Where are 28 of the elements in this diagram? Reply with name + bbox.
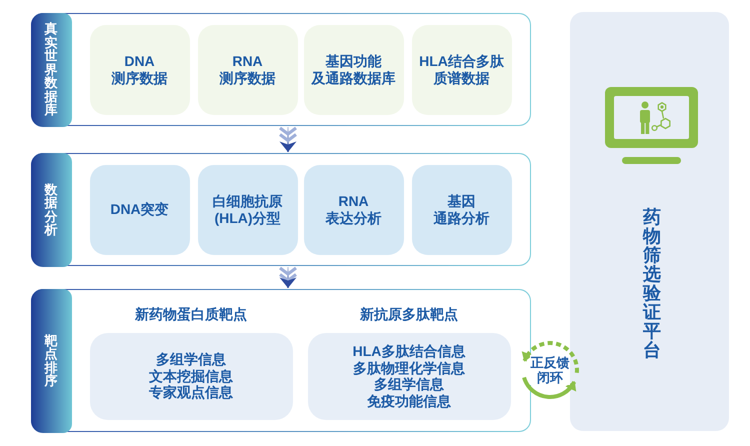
data-box: 基因通路分析: [412, 164, 512, 254]
list-item: 多组学信息: [156, 351, 226, 368]
data-box: 白细胞抗原(HLA)分型: [198, 164, 298, 254]
section-tab: 靶点排序: [30, 288, 72, 432]
list-item: 专家观点信息: [149, 384, 233, 401]
list-item: HLA多肽结合信息: [352, 343, 466, 360]
chevron-arrow: [279, 266, 297, 288]
list-item: 多肽物理化学信息: [353, 360, 465, 376]
box-heading: 新药物蛋白质靶点: [134, 304, 248, 324]
section-panel: [31, 289, 531, 432]
list-item: 免疫功能信息: [367, 392, 451, 409]
section-panel: [31, 153, 531, 266]
data-box: DNA突变: [90, 164, 190, 254]
data-box: RNA测序数据: [198, 24, 298, 114]
data-box: HLA结合多肽质谱数据: [412, 24, 512, 114]
data-box: RNA表达分析: [304, 164, 404, 254]
section-tab: 数据分析: [30, 152, 72, 266]
list-item: 文本挖掘信息: [149, 368, 233, 384]
data-box: DNA测序数据: [90, 24, 190, 114]
list-item: 多组学信息: [374, 376, 444, 392]
data-box: 基因功能及通路数据库: [304, 24, 404, 114]
section-panel: [31, 13, 531, 126]
chevron-arrow: [279, 126, 297, 152]
platform-label: 药物筛选验证平台: [642, 208, 662, 360]
section-tab: 真实世界数据库: [30, 12, 72, 126]
platform-panel: [570, 12, 729, 431]
loop-label: 正反馈闭环: [530, 355, 570, 385]
box-heading: 新抗原多肽靶点: [359, 304, 459, 324]
